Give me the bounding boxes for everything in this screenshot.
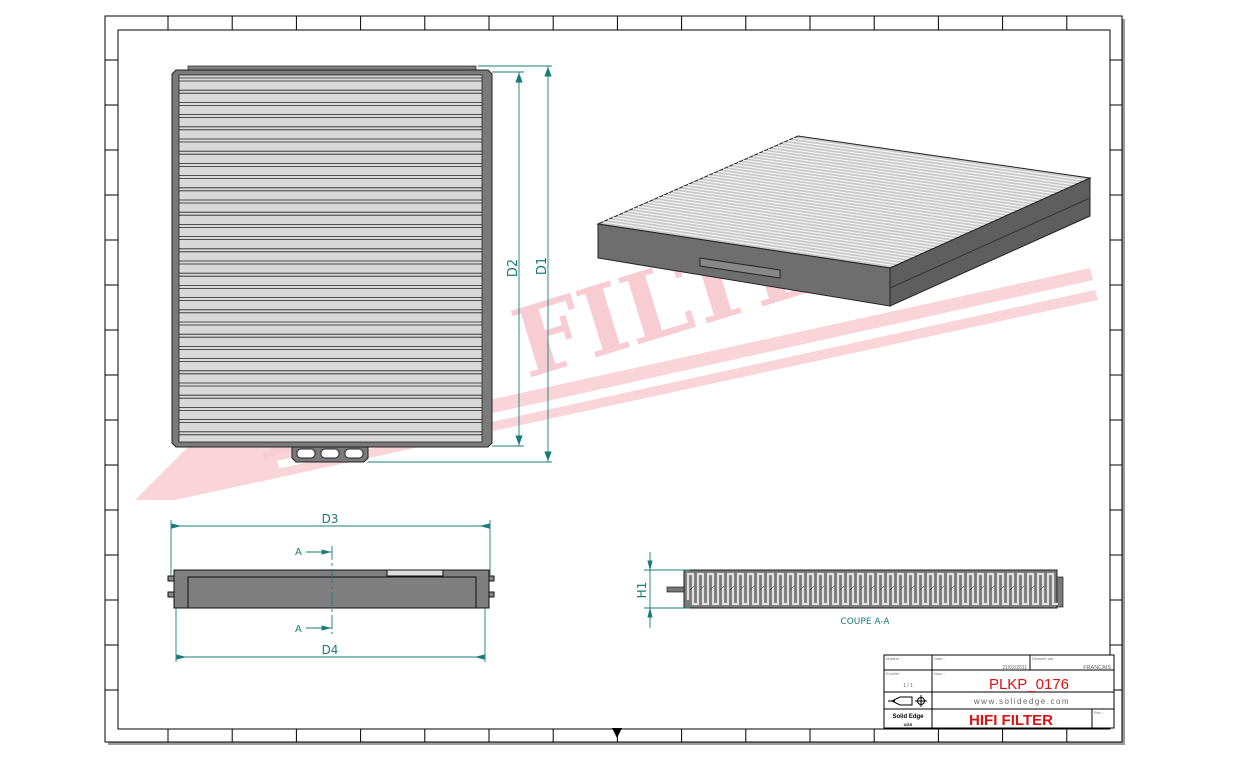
top-view: [171, 65, 493, 463]
line: [757, 153, 1051, 197]
line: [707, 175, 1001, 220]
line: [722, 168, 1016, 213]
name-label: Nom :: [934, 671, 945, 676]
line: [687, 183, 981, 229]
line: [652, 199, 946, 244]
section-marker-top: A: [295, 547, 302, 558]
line: [792, 137, 1086, 181]
line: [747, 157, 1041, 202]
center-mark-icon: [612, 728, 622, 738]
line: [692, 181, 986, 226]
line: [702, 177, 996, 222]
line: [657, 197, 951, 242]
line: [737, 161, 1031, 206]
part-number: PLKP_0176: [989, 676, 1069, 693]
line: [772, 146, 1066, 190]
line: [622, 212, 916, 258]
material-label: Matière :: [886, 656, 902, 661]
isometric-view: [596, 135, 1092, 307]
scale-label: Echelle :: [886, 671, 901, 676]
dimension-label-d2: D2: [506, 259, 521, 277]
software-name: Solid Edge: [892, 714, 924, 720]
line: [762, 150, 1056, 195]
line: [732, 164, 1026, 208]
side-view: [167, 569, 495, 609]
line: [727, 166, 1021, 211]
dimension-label-d3: D3: [322, 512, 339, 526]
line: [612, 216, 906, 262]
line: [717, 170, 1011, 215]
dimension-label-d4: D4: [322, 643, 339, 657]
line: [752, 155, 1046, 199]
line: [667, 192, 961, 238]
title-block: [883, 654, 1115, 729]
software-sub: UGS: [904, 722, 913, 727]
section-view: [666, 569, 1064, 609]
line: [672, 190, 966, 235]
drawn-by-value: FRANCAIS: [1083, 665, 1111, 671]
dimension-label-h1: H1: [635, 582, 649, 599]
line: [782, 142, 1076, 186]
line: [642, 203, 936, 249]
company-name: HIFI FILTER: [969, 712, 1053, 729]
line: [647, 201, 941, 247]
line: [662, 194, 956, 240]
dimension-h1: [644, 552, 690, 628]
line: [637, 205, 931, 251]
line: [787, 139, 1081, 184]
line: [607, 219, 901, 265]
date-value: 21/02/2011: [1002, 665, 1027, 671]
line: [767, 148, 1061, 193]
line: [627, 210, 921, 256]
projection-symbol-icon: [888, 696, 913, 706]
line: [697, 179, 991, 224]
revision-label: Rév. :: [1094, 710, 1104, 715]
line: [617, 214, 911, 260]
frame-grid-ticks: [105, 16, 1122, 742]
section-title: COUPE A-A: [840, 617, 890, 627]
section-marker-bottom: A: [295, 624, 302, 635]
line: [677, 188, 971, 233]
dimension-d3-d4: [170, 520, 491, 662]
line: [632, 208, 926, 253]
line: [602, 221, 896, 267]
date-label: Date :: [934, 656, 945, 661]
website: www.solidedge.com: [973, 697, 1070, 706]
line: [682, 186, 976, 231]
section-line-a-a: [306, 546, 333, 634]
dimension-label-d1: D1: [535, 257, 550, 275]
dimension-d1-d2: [368, 65, 552, 463]
line: [712, 172, 1006, 217]
drawn-by-label: Dessiné par :: [1032, 656, 1056, 661]
scale-value: 1 / 1: [903, 683, 913, 689]
line: [742, 159, 1036, 204]
line: [777, 144, 1071, 188]
